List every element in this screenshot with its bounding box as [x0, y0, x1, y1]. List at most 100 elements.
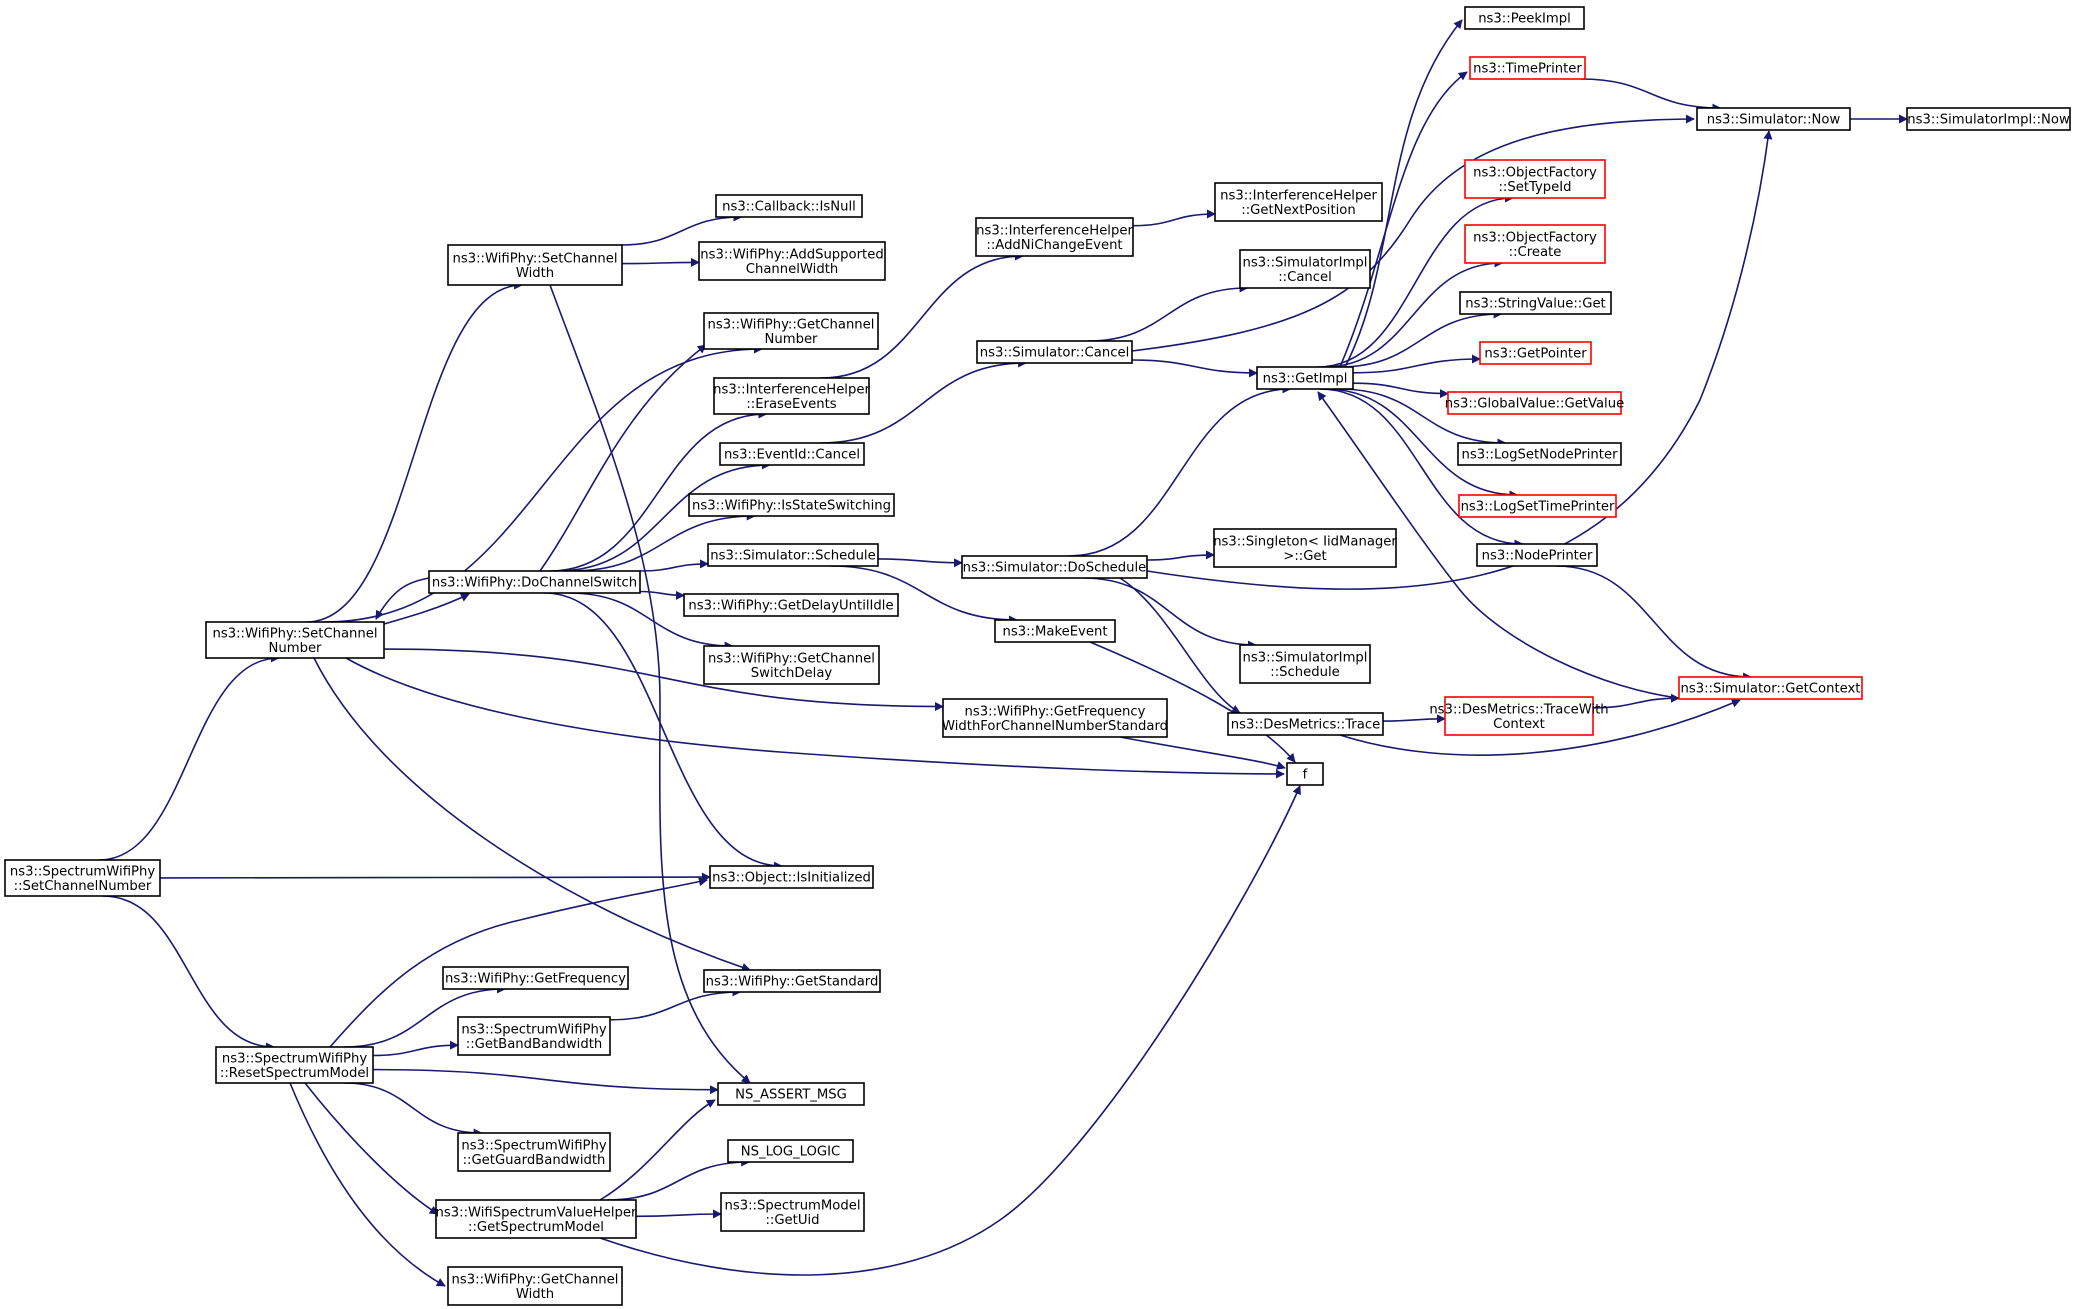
node-nodePrinter[interactable]: ns3::NodePrinter: [1476, 543, 1598, 567]
node-strValGet[interactable]: ns3::StringValue::Get: [1459, 291, 1612, 315]
node-simDoSched[interactable]: ns3::Simulator::DoSchedule: [961, 555, 1148, 579]
node-singGet[interactable]: ns3::Singleton< IidManager >::Get: [1213, 528, 1397, 568]
node-gvGetValue[interactable]: ns3::GlobalValue::GetValue: [1445, 391, 1624, 415]
node-box[interactable]: [1476, 543, 1598, 567]
node-wDoChSw[interactable]: ns3::WifiPhy::DoChannelSwitch: [428, 570, 641, 594]
node-box[interactable]: [703, 645, 880, 685]
node-box[interactable]: [961, 555, 1148, 579]
node-box[interactable]: [1678, 676, 1863, 700]
node-box[interactable]: [709, 865, 874, 889]
node-box[interactable]: [1469, 56, 1586, 80]
node-sResetSM[interactable]: ns3::SpectrumWifiPhy::ResetSpectrumModel: [215, 1046, 374, 1084]
node-getPointer[interactable]: ns3::GetPointer: [1479, 341, 1592, 365]
node-wsvhGetSM[interactable]: ns3::WifiSpectrumValueHelper::GetSpectru…: [435, 1199, 638, 1239]
node-box[interactable]: [457, 1016, 611, 1056]
node-cbIsNull[interactable]: ns3::Callback::IsNull: [715, 194, 863, 218]
node-evCancel[interactable]: ns3::EventId::Cancel: [719, 442, 865, 466]
node-wIsStSw[interactable]: ns3::WifiPhy::IsStateSwitching: [688, 493, 895, 517]
node-box[interactable]: [1464, 6, 1585, 30]
node-sGetBandBW[interactable]: ns3::SpectrumWifiPhy::GetBandBandwidth: [457, 1016, 611, 1056]
node-siCancel[interactable]: ns3::SimulatorImpl::Cancel: [1239, 249, 1371, 289]
node-ihAddNi[interactable]: ns3::InterferenceHelper::AddNiChangeEven…: [975, 217, 1134, 257]
node-box[interactable]: [727, 1139, 854, 1163]
node-box[interactable]: [1458, 494, 1617, 518]
node-box[interactable]: [703, 969, 881, 993]
node-siSched[interactable]: ns3::SimulatorImpl::Schedule: [1239, 644, 1371, 684]
node-simNow[interactable]: ns3::Simulator::Now: [1696, 107, 1851, 131]
node-fNode[interactable]: f: [1286, 762, 1324, 786]
node-ihErase[interactable]: ns3::InterferenceHelper::EraseEvents: [713, 377, 870, 415]
node-box[interactable]: [205, 621, 385, 659]
node-wSetChNum[interactable]: ns3::WifiPhy::SetChannelNumber: [205, 621, 385, 659]
node-box[interactable]: [713, 377, 870, 415]
node-logSetTime[interactable]: ns3::LogSetTimePrinter: [1458, 494, 1617, 518]
node-smGetUid[interactable]: ns3::SpectrumModel::GetUid: [720, 1192, 865, 1232]
node-box[interactable]: [715, 194, 863, 218]
node-wGetFreq[interactable]: ns3::WifiPhy::GetFrequency: [442, 966, 629, 990]
node-box[interactable]: [4, 859, 161, 897]
node-box[interactable]: [1227, 712, 1384, 736]
node-box[interactable]: [1239, 644, 1371, 684]
node-wGetFreqW[interactable]: ns3::WifiPhy::GetFrequencyWidthForChanne…: [942, 698, 1168, 738]
node-box[interactable]: [688, 493, 895, 517]
node-simCancel[interactable]: ns3::Simulator::Cancel: [976, 340, 1133, 364]
node-desTrace[interactable]: ns3::DesMetrics::Trace: [1227, 712, 1384, 736]
node-simSched[interactable]: ns3::Simulator::Schedule: [707, 543, 879, 567]
node-box[interactable]: [975, 217, 1134, 257]
node-makeEvent[interactable]: ns3::MakeEvent: [994, 619, 1116, 643]
node-box[interactable]: [942, 698, 1168, 738]
node-box[interactable]: [447, 1266, 623, 1306]
node-box[interactable]: [1696, 107, 1851, 131]
node-box[interactable]: [717, 1082, 865, 1106]
node-box[interactable]: [457, 1132, 611, 1172]
node-box[interactable]: [1464, 224, 1606, 264]
node-root[interactable]: ns3::SpectrumWifiPhy::SetChannelNumber: [4, 859, 161, 897]
node-box[interactable]: [1214, 182, 1383, 222]
node-box[interactable]: [428, 570, 641, 594]
node-ihGetNext[interactable]: ns3::InterferenceHelper::GetNextPosition: [1214, 182, 1383, 222]
node-box[interactable]: [707, 543, 879, 567]
node-box[interactable]: [994, 619, 1116, 643]
node-box[interactable]: [1464, 159, 1606, 199]
node-sGetGuardBW[interactable]: ns3::SpectrumWifiPhy::GetGuardBandwidth: [457, 1132, 611, 1172]
node-box[interactable]: [1479, 341, 1592, 365]
node-box[interactable]: [442, 966, 629, 990]
node-box[interactable]: [1239, 249, 1371, 289]
node-wGetDelay[interactable]: ns3::WifiPhy::GetDelayUntilIdle: [683, 593, 899, 617]
node-simGetCtx[interactable]: ns3::Simulator::GetContext: [1678, 676, 1863, 700]
node-siNow[interactable]: ns3::SimulatorImpl::Now: [1906, 107, 2071, 131]
node-box[interactable]: [698, 241, 886, 281]
node-nsLogLogic[interactable]: NS_LOG_LOGIC: [727, 1139, 854, 1163]
node-box[interactable]: [1286, 762, 1324, 786]
node-box[interactable]: [1213, 528, 1397, 568]
node-box[interactable]: [1459, 291, 1612, 315]
node-box[interactable]: [447, 244, 623, 286]
node-box[interactable]: [683, 593, 899, 617]
node-box[interactable]: [976, 340, 1133, 364]
node-box[interactable]: [1444, 696, 1594, 736]
node-getImpl[interactable]: ns3::GetImpl: [1256, 366, 1354, 390]
node-logSetNode[interactable]: ns3::LogSetNodePrinter: [1457, 442, 1622, 466]
node-box[interactable]: [720, 1192, 865, 1232]
node-objIsInit[interactable]: ns3::Object::IsInitialized: [709, 865, 874, 889]
node-box[interactable]: [1457, 442, 1622, 466]
node-box[interactable]: [703, 312, 879, 350]
node-ofCreate[interactable]: ns3::ObjectFactory::Create: [1464, 224, 1606, 264]
node-wGetStd[interactable]: ns3::WifiPhy::GetStandard: [703, 969, 881, 993]
node-nsAssert[interactable]: NS_ASSERT_MSG: [717, 1082, 865, 1106]
node-box[interactable]: [435, 1199, 637, 1239]
node-box[interactable]: [719, 442, 865, 466]
node-timePrinter[interactable]: ns3::TimePrinter: [1469, 56, 1586, 80]
node-box[interactable]: [1906, 107, 2071, 131]
node-peekImpl[interactable]: ns3::PeekImpl: [1464, 6, 1585, 30]
node-ofSetTypeId[interactable]: ns3::ObjectFactory::SetTypeId: [1464, 159, 1606, 199]
node-box[interactable]: [1447, 391, 1622, 415]
node-box[interactable]: [215, 1046, 374, 1084]
node-box[interactable]: [1256, 366, 1354, 390]
